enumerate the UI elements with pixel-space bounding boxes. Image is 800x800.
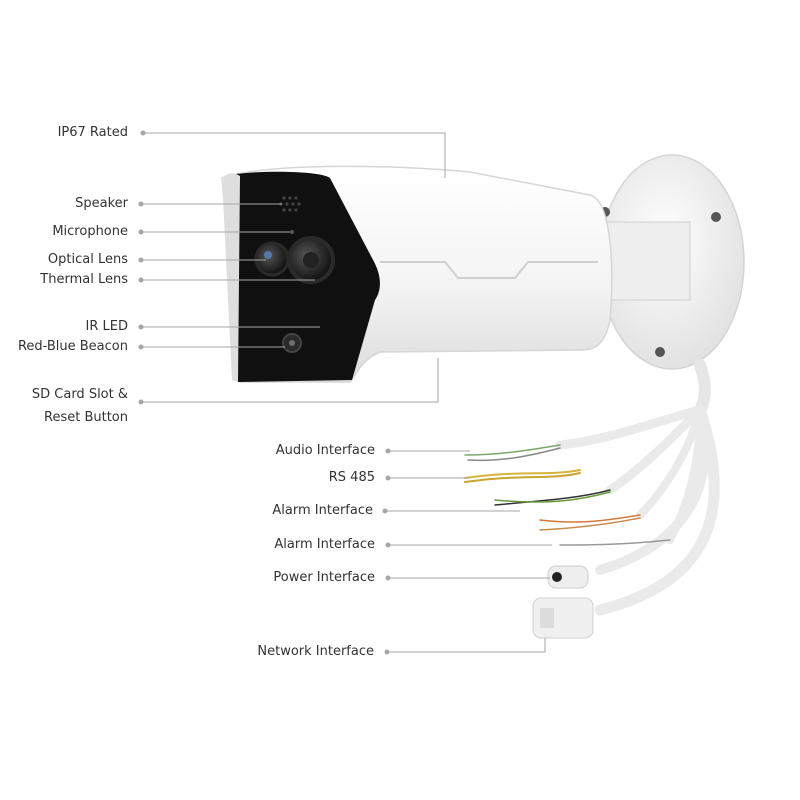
beacon-center xyxy=(289,340,295,346)
power-connector-icon xyxy=(547,565,589,589)
label-sd-card-line2: Reset Button xyxy=(44,410,128,425)
label-ip67: IP67 Rated xyxy=(57,125,128,140)
label-alarm-1: Alarm Interface xyxy=(272,503,373,518)
label-network: Network Interface xyxy=(257,644,374,659)
leader-network xyxy=(387,638,546,653)
label-ir-led: IR LED xyxy=(85,319,128,334)
label-power: Power Interface xyxy=(273,570,375,585)
speaker-grille-icon xyxy=(279,196,301,212)
label-speaker: Speaker xyxy=(75,196,128,211)
optical-lens-highlight xyxy=(264,251,272,259)
rj45-port xyxy=(540,608,554,628)
sunshield-groove xyxy=(380,261,598,279)
leader-ip67 xyxy=(143,132,446,178)
mount-screw-icon xyxy=(655,347,665,357)
cable-harness xyxy=(464,359,720,639)
label-microphone: Microphone xyxy=(52,224,128,239)
label-alarm-2: Alarm Interface xyxy=(274,537,375,552)
label-thermal-lens: Thermal Lens xyxy=(40,272,128,287)
label-beacon: Red-Blue Beacon xyxy=(17,339,128,354)
power-socket xyxy=(552,572,562,582)
label-sd-card-line1: SD Card Slot & xyxy=(31,387,128,402)
thermal-lens-center xyxy=(303,252,319,268)
leader-sd-card xyxy=(141,358,439,403)
optical-lens-icon xyxy=(254,241,290,277)
leader-lines xyxy=(138,130,552,655)
label-rs485: RS 485 xyxy=(328,470,375,485)
mount-screw-icon xyxy=(711,212,721,222)
microphone-icon xyxy=(290,230,294,234)
main-cable xyxy=(694,359,711,416)
camera-face-bezel xyxy=(222,173,240,382)
label-optical-lens: Optical Lens xyxy=(47,252,128,267)
camera-body xyxy=(221,165,613,383)
label-audio: Audio Interface xyxy=(275,443,375,458)
wall-mount xyxy=(597,154,745,370)
